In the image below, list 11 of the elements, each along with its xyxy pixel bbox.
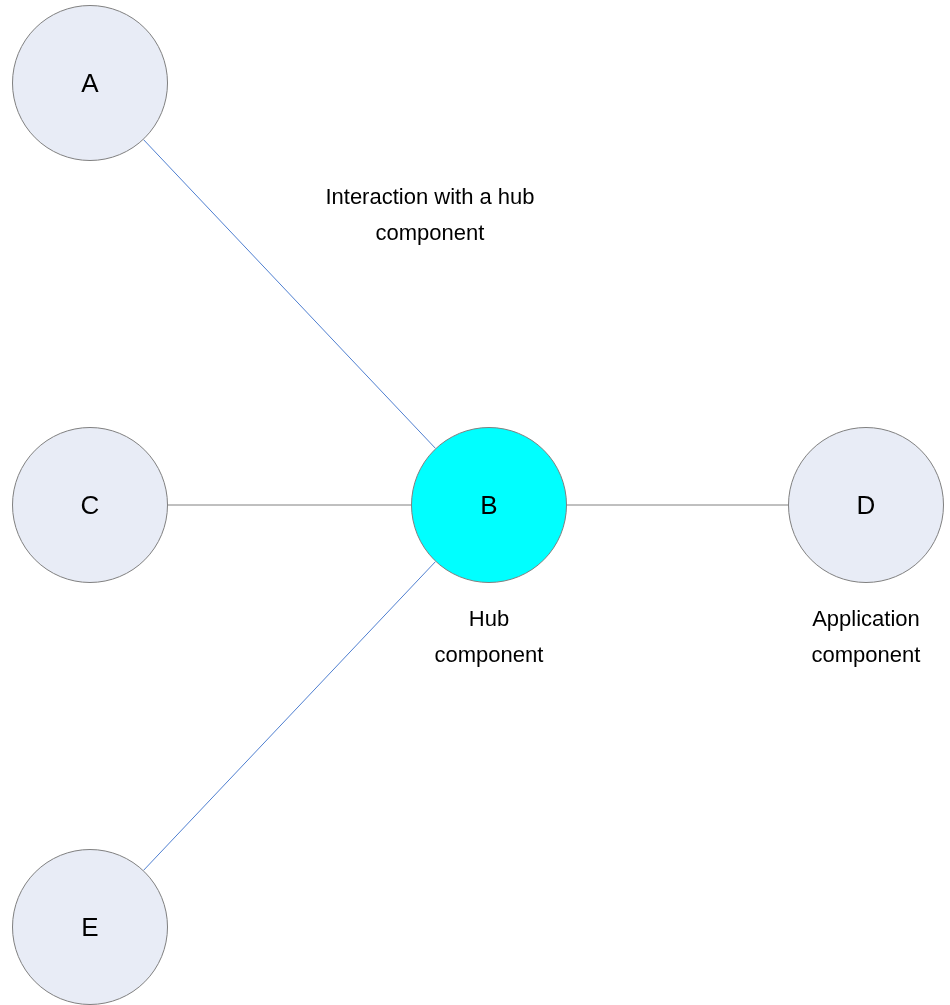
connector-line (167, 504, 412, 506)
connector-line (143, 561, 436, 871)
node-caption: Application component (810, 605, 922, 669)
node-label: D (856, 488, 876, 522)
node-label: C (80, 488, 100, 522)
node-label: A (81, 66, 99, 100)
connector-line (143, 139, 436, 449)
node-caption: Hub component (433, 605, 545, 669)
node-label: E (81, 910, 99, 944)
node-label: B (480, 488, 498, 522)
connector-line (566, 504, 789, 506)
